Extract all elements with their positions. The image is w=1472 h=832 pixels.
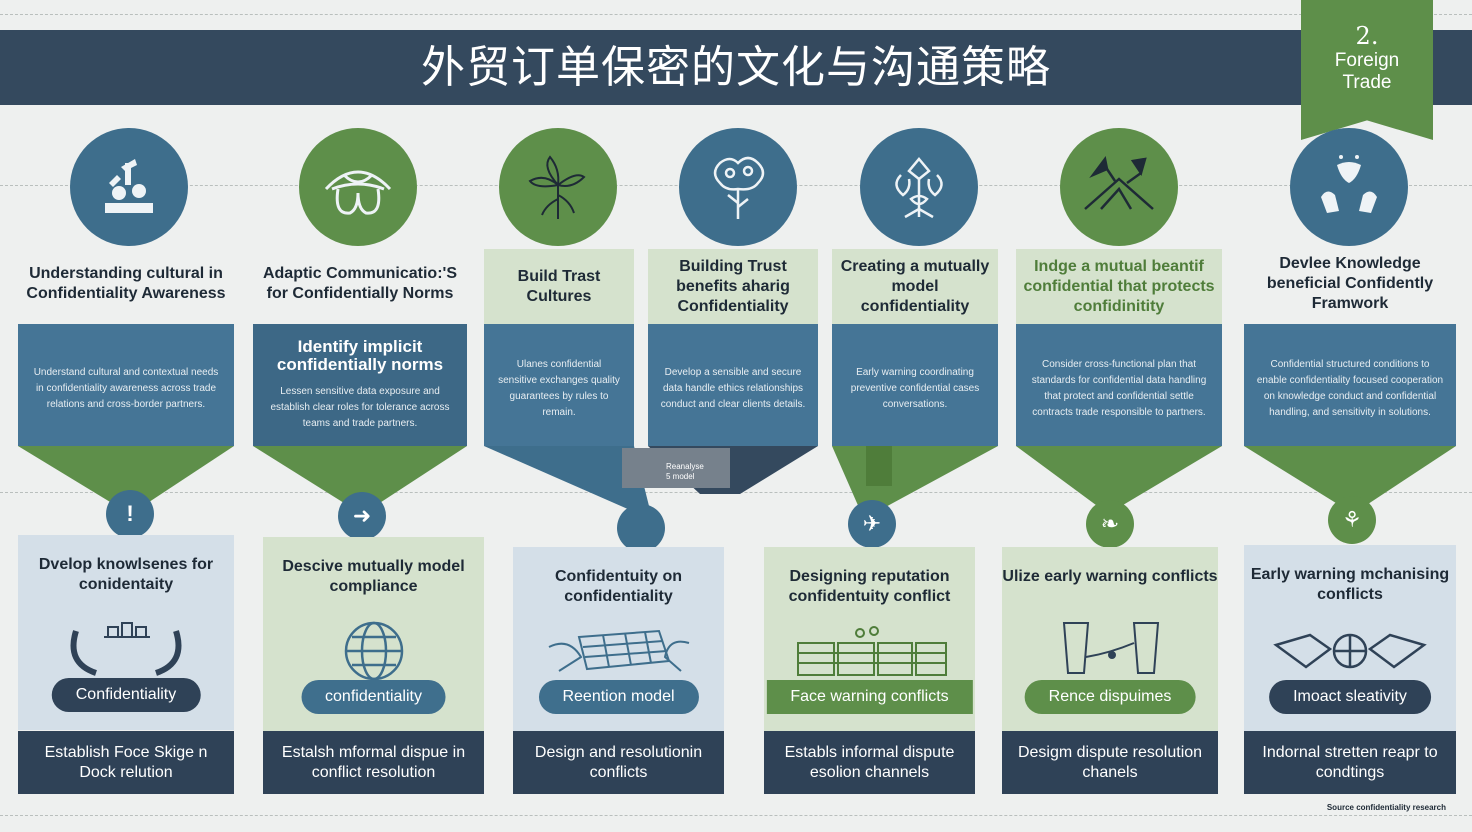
card-footer-1: Establish Foce Skige n Dock relution [18, 731, 234, 794]
card-title: Confidentuity on confidentiality [554, 568, 683, 605]
warning-posts-icon [1062, 622, 1160, 674]
confidentiality-pill: Confidentiality [51, 678, 201, 712]
impact-pill: Imoact sleativity [1269, 680, 1431, 714]
face-warning-pill: Face warning conflicts [766, 680, 973, 714]
card-heading-5: Creating a mutually model confidentialit… [832, 249, 998, 324]
card-heading-7: Devlee Knowledge beneficial Confidently … [1266, 255, 1434, 312]
description-subheading: Identify implicit confidentially norms [276, 337, 444, 374]
hands-circuit-icon [70, 622, 182, 676]
page-title: 外贸订单保密的文化与沟通策略 [421, 42, 1051, 93]
connector-funnels [18, 446, 1456, 510]
card-title: Dvelop knowlsenes for conidentaity [38, 556, 214, 593]
badge-line-2: Trade [1342, 72, 1392, 93]
bottom-card-3: Confidentuity on confidentiality Reentio… [513, 547, 724, 731]
description-text: Develop a sensible and secure data handl… [660, 367, 806, 410]
card-footer-6: Indornal stretten reapr to condtings [1244, 731, 1456, 794]
card-title: Descive mutually model compliance [282, 558, 465, 595]
title-bar [0, 30, 1472, 105]
bottom-card-1: Dvelop knowlsenes for conidentaity Confi… [18, 535, 234, 730]
circle-3 [499, 128, 617, 246]
card-footer-3: Design and resolutionin conflicts [513, 731, 724, 794]
circle-2 [299, 128, 417, 246]
card-description-2: Identify implicit confidentially norms L… [253, 324, 467, 446]
bouquet-icon [895, 157, 943, 219]
reention-pill: Reention model [538, 680, 699, 714]
mountain-tools-icon [1084, 156, 1154, 210]
circle-5 [860, 128, 978, 246]
card-footer-5: Desigm dispute resolution chanels [1002, 731, 1218, 794]
source-note: Source confidentiality research [1326, 803, 1446, 812]
circle-1 [70, 128, 188, 246]
card-description-3: Ulanes confidential sensitive exchanges … [484, 324, 634, 446]
confidentiality-pill: confidentiality [301, 680, 446, 714]
card-footer-4: Establs informal dispute esolion channel… [764, 731, 975, 794]
arrow-icon: ➜ [338, 492, 386, 540]
hands-shield-icon [1321, 155, 1377, 213]
mustache-face-icon [324, 170, 392, 215]
chess-figures-icon [105, 159, 153, 213]
description-text: Confidential structured conditions to en… [1256, 359, 1444, 418]
card-description-6: Consider cross-functional plan that stan… [1016, 324, 1222, 446]
card-description-1: Understand cultural and contextual needs… [18, 324, 234, 446]
flower-branch-icon [528, 155, 586, 219]
tree-brain-icon [713, 156, 765, 219]
callout-line-2: 5 model [666, 472, 695, 481]
person-icon: ⚘ [1328, 496, 1376, 544]
rence-pill: Rence dispuimes [1024, 680, 1196, 714]
handshake-icon [1273, 633, 1427, 669]
card-title: Designing reputation confidentuity confl… [788, 568, 951, 605]
bottom-card-6: Early warning mchanising conflicts Imoac… [1244, 545, 1456, 731]
bird-icon: ✈ [848, 500, 896, 548]
description-text: Ulanes confidential sensitive exchanges … [498, 359, 620, 418]
bottom-card-2: Descive mutually model compliance confid… [263, 537, 484, 732]
card-heading-1: Understanding cultural in Confidentialit… [26, 265, 226, 302]
card-title: Ulize early warning conflicts [1002, 568, 1218, 585]
circle-6 [1060, 128, 1178, 246]
fish-icon: ❧ [1086, 500, 1134, 548]
circle-4 [679, 128, 797, 246]
description-text: Early warning coordinating preventive co… [850, 367, 980, 410]
card-title: Early warning mchanising conflicts [1250, 566, 1450, 603]
card-description-4: Develop a sensible and secure data handl… [648, 324, 818, 446]
card-description-5: Early warning coordinating preventive co… [832, 324, 998, 446]
exclamation-icon: ! [106, 490, 154, 538]
divider-line [0, 815, 1472, 816]
globe-icon [344, 621, 403, 681]
divider-line [0, 14, 1472, 15]
card-heading-3: Build Trast Cultures [484, 249, 634, 324]
description-text: Understand cultural and contextual needs… [33, 367, 219, 410]
circle-7 [1290, 128, 1408, 246]
card-description-7: Confidential structured conditions to en… [1244, 324, 1456, 446]
dot-icon [617, 504, 665, 552]
section-badge: 2. Foreign Trade [1301, 0, 1433, 140]
callout-label: Reanalyse 5 model [622, 448, 730, 488]
card-heading-6: Indge a mutual beantif confidential that… [1016, 249, 1222, 324]
badge-number: 2. [1355, 22, 1379, 50]
callout-line-1: Reanalyse [666, 462, 704, 471]
description-text: Lessen sensitive data exposure and estab… [270, 386, 450, 429]
bottom-card-4: Designing reputation confidentuity confl… [764, 547, 975, 731]
card-heading-4: Building Trust benefits aharig Confident… [648, 249, 818, 324]
money-stack-icon [796, 626, 947, 676]
bottom-card-5: Ulize early warning conflicts Rence disp… [1002, 547, 1218, 731]
hands-keyboard-icon [548, 629, 689, 672]
badge-line-1: Foreign [1334, 50, 1400, 71]
description-text: Consider cross-functional plan that stan… [1031, 359, 1207, 418]
card-heading-2: Adaptic Communicatio:'S for Confidential… [262, 265, 458, 302]
card-footer-2: Estalsh mformal dispue in conflict resol… [263, 731, 484, 794]
